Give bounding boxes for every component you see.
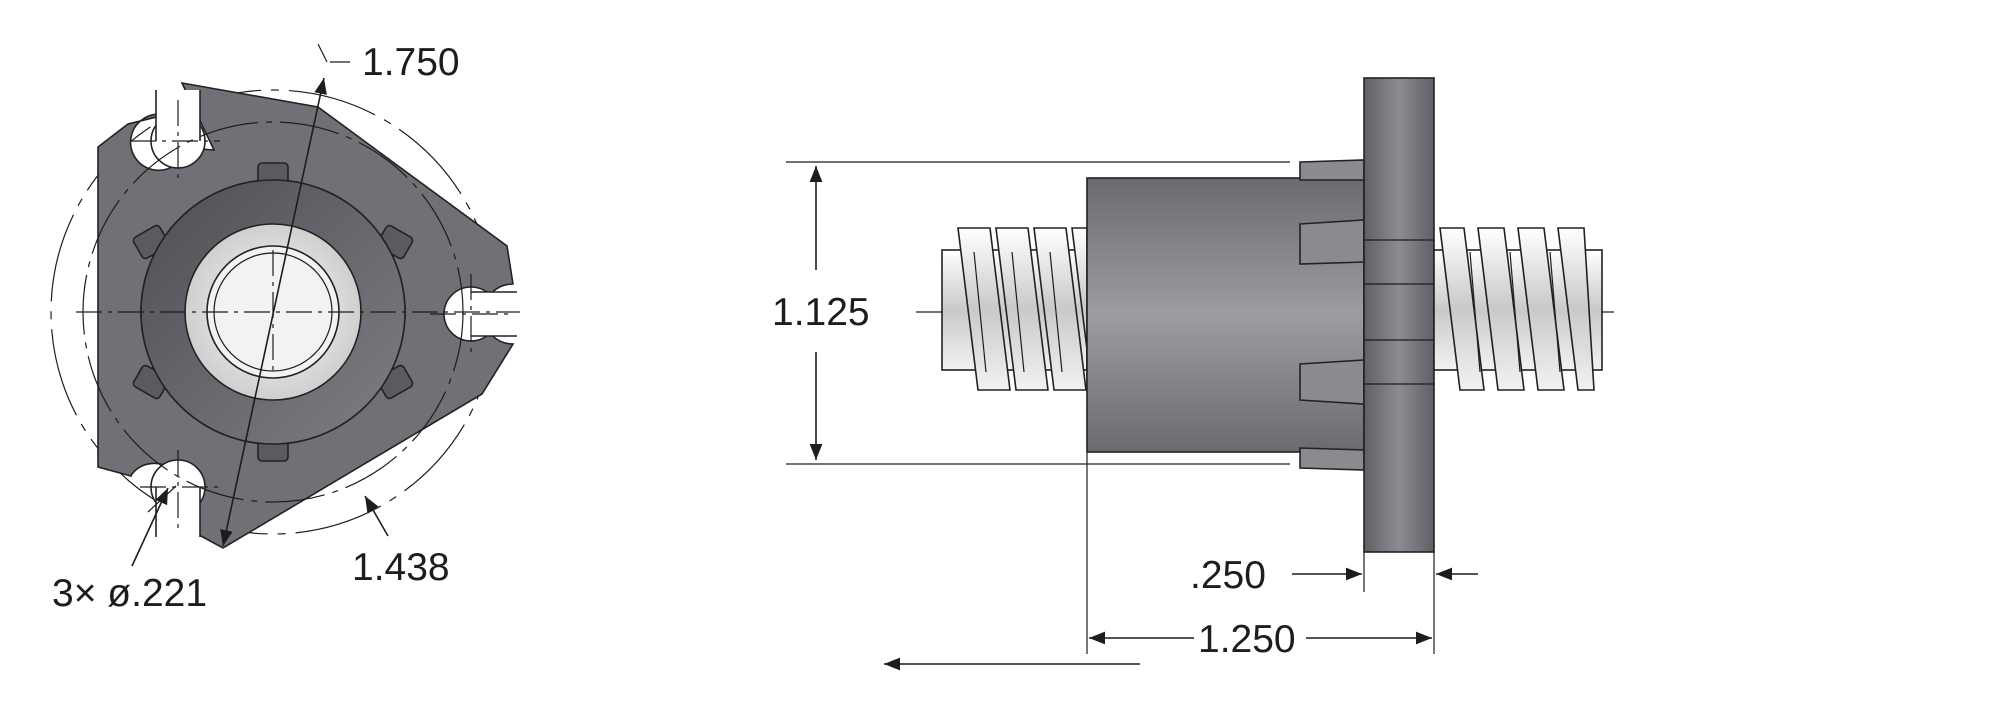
overall-length-label: 1.250 [1198, 618, 1296, 661]
bolt-circle-label: 1.438 [352, 546, 450, 589]
screw-thread-left [941, 227, 1093, 391]
hole-spec-leader [131, 487, 169, 567]
bolt-circle-leader [364, 495, 389, 537]
screw-thread-right [1433, 227, 1603, 391]
nut-body [1086, 177, 1365, 453]
outer-diameter-dimline [220, 77, 327, 547]
flange [1363, 77, 1435, 553]
outer-diameter-label: 1.750 [362, 41, 460, 84]
flange-thickness-label: .250 [1190, 554, 1266, 597]
hole-spec-label: 3× ø.221 [52, 572, 207, 615]
front-view: 1.750 3× ø.221 1.438 [50, 41, 521, 615]
side-view: 1.125 .250 1.250 [772, 77, 1620, 671]
body-diameter-label: 1.125 [772, 291, 870, 334]
